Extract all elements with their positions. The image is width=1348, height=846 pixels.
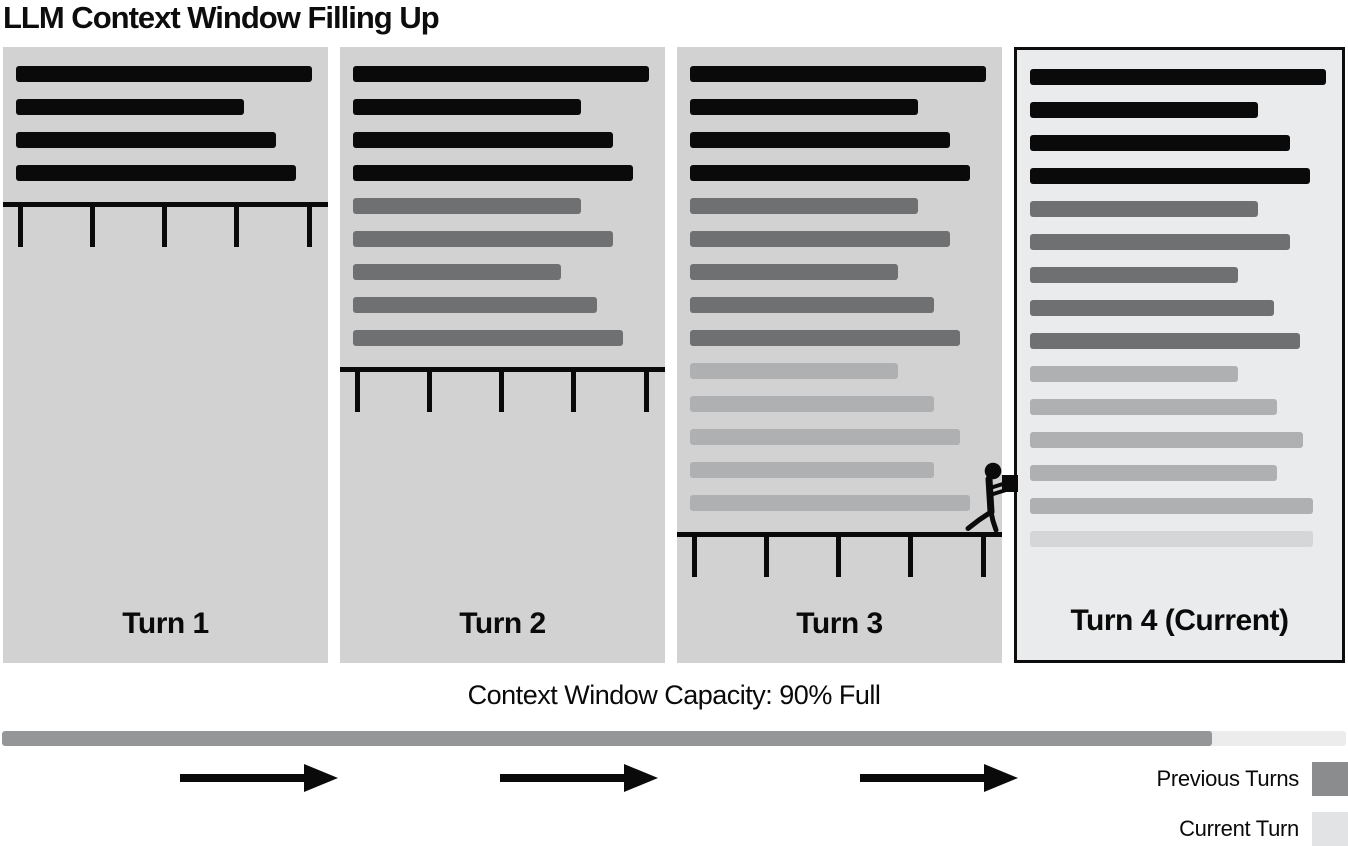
panel-turn-3: Turn 3: [677, 47, 1018, 663]
legend-row-previous-turns: Previous Turns: [1156, 762, 1348, 796]
ruler-tick: [89, 207, 95, 247]
dark-context-bar: [690, 198, 918, 214]
light-context-bar: [1030, 399, 1277, 415]
black-context-bar: [16, 99, 244, 115]
context-bars: [340, 47, 665, 346]
black-context-bar: [353, 66, 649, 82]
dark-context-bar: [690, 330, 960, 346]
previous-turns-swatch: [1312, 762, 1348, 796]
ruler-tick: [908, 537, 914, 577]
panel-turn-2: Turn 2: [340, 47, 665, 663]
panel-label-turn-1: Turn 1: [122, 607, 209, 640]
black-context-bar: [690, 165, 970, 181]
person-carrying-box-icon: [965, 462, 1018, 532]
panel-label-turn-2: Turn 2: [459, 607, 546, 640]
arrow-right-icon: [180, 764, 338, 792]
ruler-tick: [836, 537, 842, 577]
dark-context-bar: [353, 297, 597, 313]
dark-context-bar: [353, 231, 613, 247]
ruler: [3, 202, 328, 247]
dark-context-bar: [1030, 234, 1290, 250]
dark-context-bar: [1030, 300, 1274, 316]
panel-label-turn-3: Turn 3: [796, 607, 883, 640]
legend-row-current-turn: Current Turn: [1179, 812, 1348, 846]
ruler-tick: [17, 207, 23, 247]
light-context-bar: [690, 495, 970, 511]
light-context-bar: [1030, 498, 1313, 514]
light-context-bar: [1030, 465, 1277, 481]
black-context-bar: [16, 132, 276, 148]
ruler-tick: [354, 372, 360, 412]
black-context-bar: [1030, 102, 1258, 118]
legend-label-current-turn: Current Turn: [1179, 816, 1299, 841]
ruler-tick: [499, 372, 505, 412]
faint-context-bar: [1030, 531, 1313, 547]
dark-context-bar: [353, 330, 623, 346]
dark-context-bar: [690, 297, 934, 313]
ruler: [340, 367, 665, 412]
ruler-tick: [571, 372, 577, 412]
dark-context-bar: [690, 231, 950, 247]
panel-turn-1: Turn 1: [3, 47, 328, 663]
context-bars: [3, 47, 328, 181]
legend: Previous Turns Current Turn: [1156, 762, 1348, 846]
context-bars: [677, 47, 1002, 511]
black-context-bar: [353, 132, 613, 148]
turn-panels: Turn 1 Turn 2 Turn 3 Turn 4 (Current): [3, 47, 1345, 663]
legend-label-previous-turns: Previous Turns: [1156, 766, 1299, 791]
light-context-bar: [1030, 432, 1303, 448]
dark-context-bar: [1030, 333, 1300, 349]
light-context-bar: [1030, 366, 1238, 382]
black-context-bar: [16, 66, 312, 82]
dark-context-bar: [353, 198, 581, 214]
capacity-label: Context Window Capacity: 90% Full: [467, 680, 881, 710]
current-turn-swatch: [1312, 812, 1348, 846]
ruler-tick: [980, 537, 986, 577]
ruler-tick: [162, 207, 168, 247]
black-context-bar: [690, 99, 918, 115]
light-context-bar: [690, 462, 934, 478]
black-context-bar: [16, 165, 296, 181]
light-context-bar: [690, 396, 934, 412]
diagram-title: LLM Context Window Filling Up: [3, 0, 440, 35]
arrow-3: [860, 764, 1018, 797]
context-capacity-progressbar: [2, 731, 1346, 746]
light-context-bar: [690, 363, 898, 379]
progress-fill: [2, 731, 1212, 746]
ruler-tick: [643, 372, 649, 412]
black-context-bar: [690, 66, 986, 82]
ruler-tick: [763, 537, 769, 577]
dark-context-bar: [353, 264, 561, 280]
ruler-tick: [426, 372, 432, 412]
turn-arrows: [0, 764, 1348, 792]
dark-context-bar: [1030, 201, 1258, 217]
black-context-bar: [690, 132, 950, 148]
context-bars: [1017, 50, 1342, 547]
arrow-right-icon: [860, 764, 1018, 792]
arrow-1: [180, 764, 338, 797]
light-context-bar: [690, 429, 960, 445]
ruler-tick: [234, 207, 240, 247]
ruler: [677, 532, 1002, 577]
arrow-2: [500, 764, 658, 797]
black-context-bar: [1030, 168, 1310, 184]
dark-context-bar: [690, 264, 898, 280]
black-context-bar: [353, 165, 633, 181]
ruler-tick: [691, 537, 697, 577]
black-context-bar: [1030, 135, 1290, 151]
ruler-tick: [306, 207, 312, 247]
arrow-right-icon: [500, 764, 658, 792]
panel-label-turn-4: Turn 4 (Current): [1070, 604, 1289, 637]
black-context-bar: [353, 99, 581, 115]
panel-turn-4: Turn 4 (Current): [1014, 47, 1345, 663]
black-context-bar: [1030, 69, 1326, 85]
dark-context-bar: [1030, 267, 1238, 283]
